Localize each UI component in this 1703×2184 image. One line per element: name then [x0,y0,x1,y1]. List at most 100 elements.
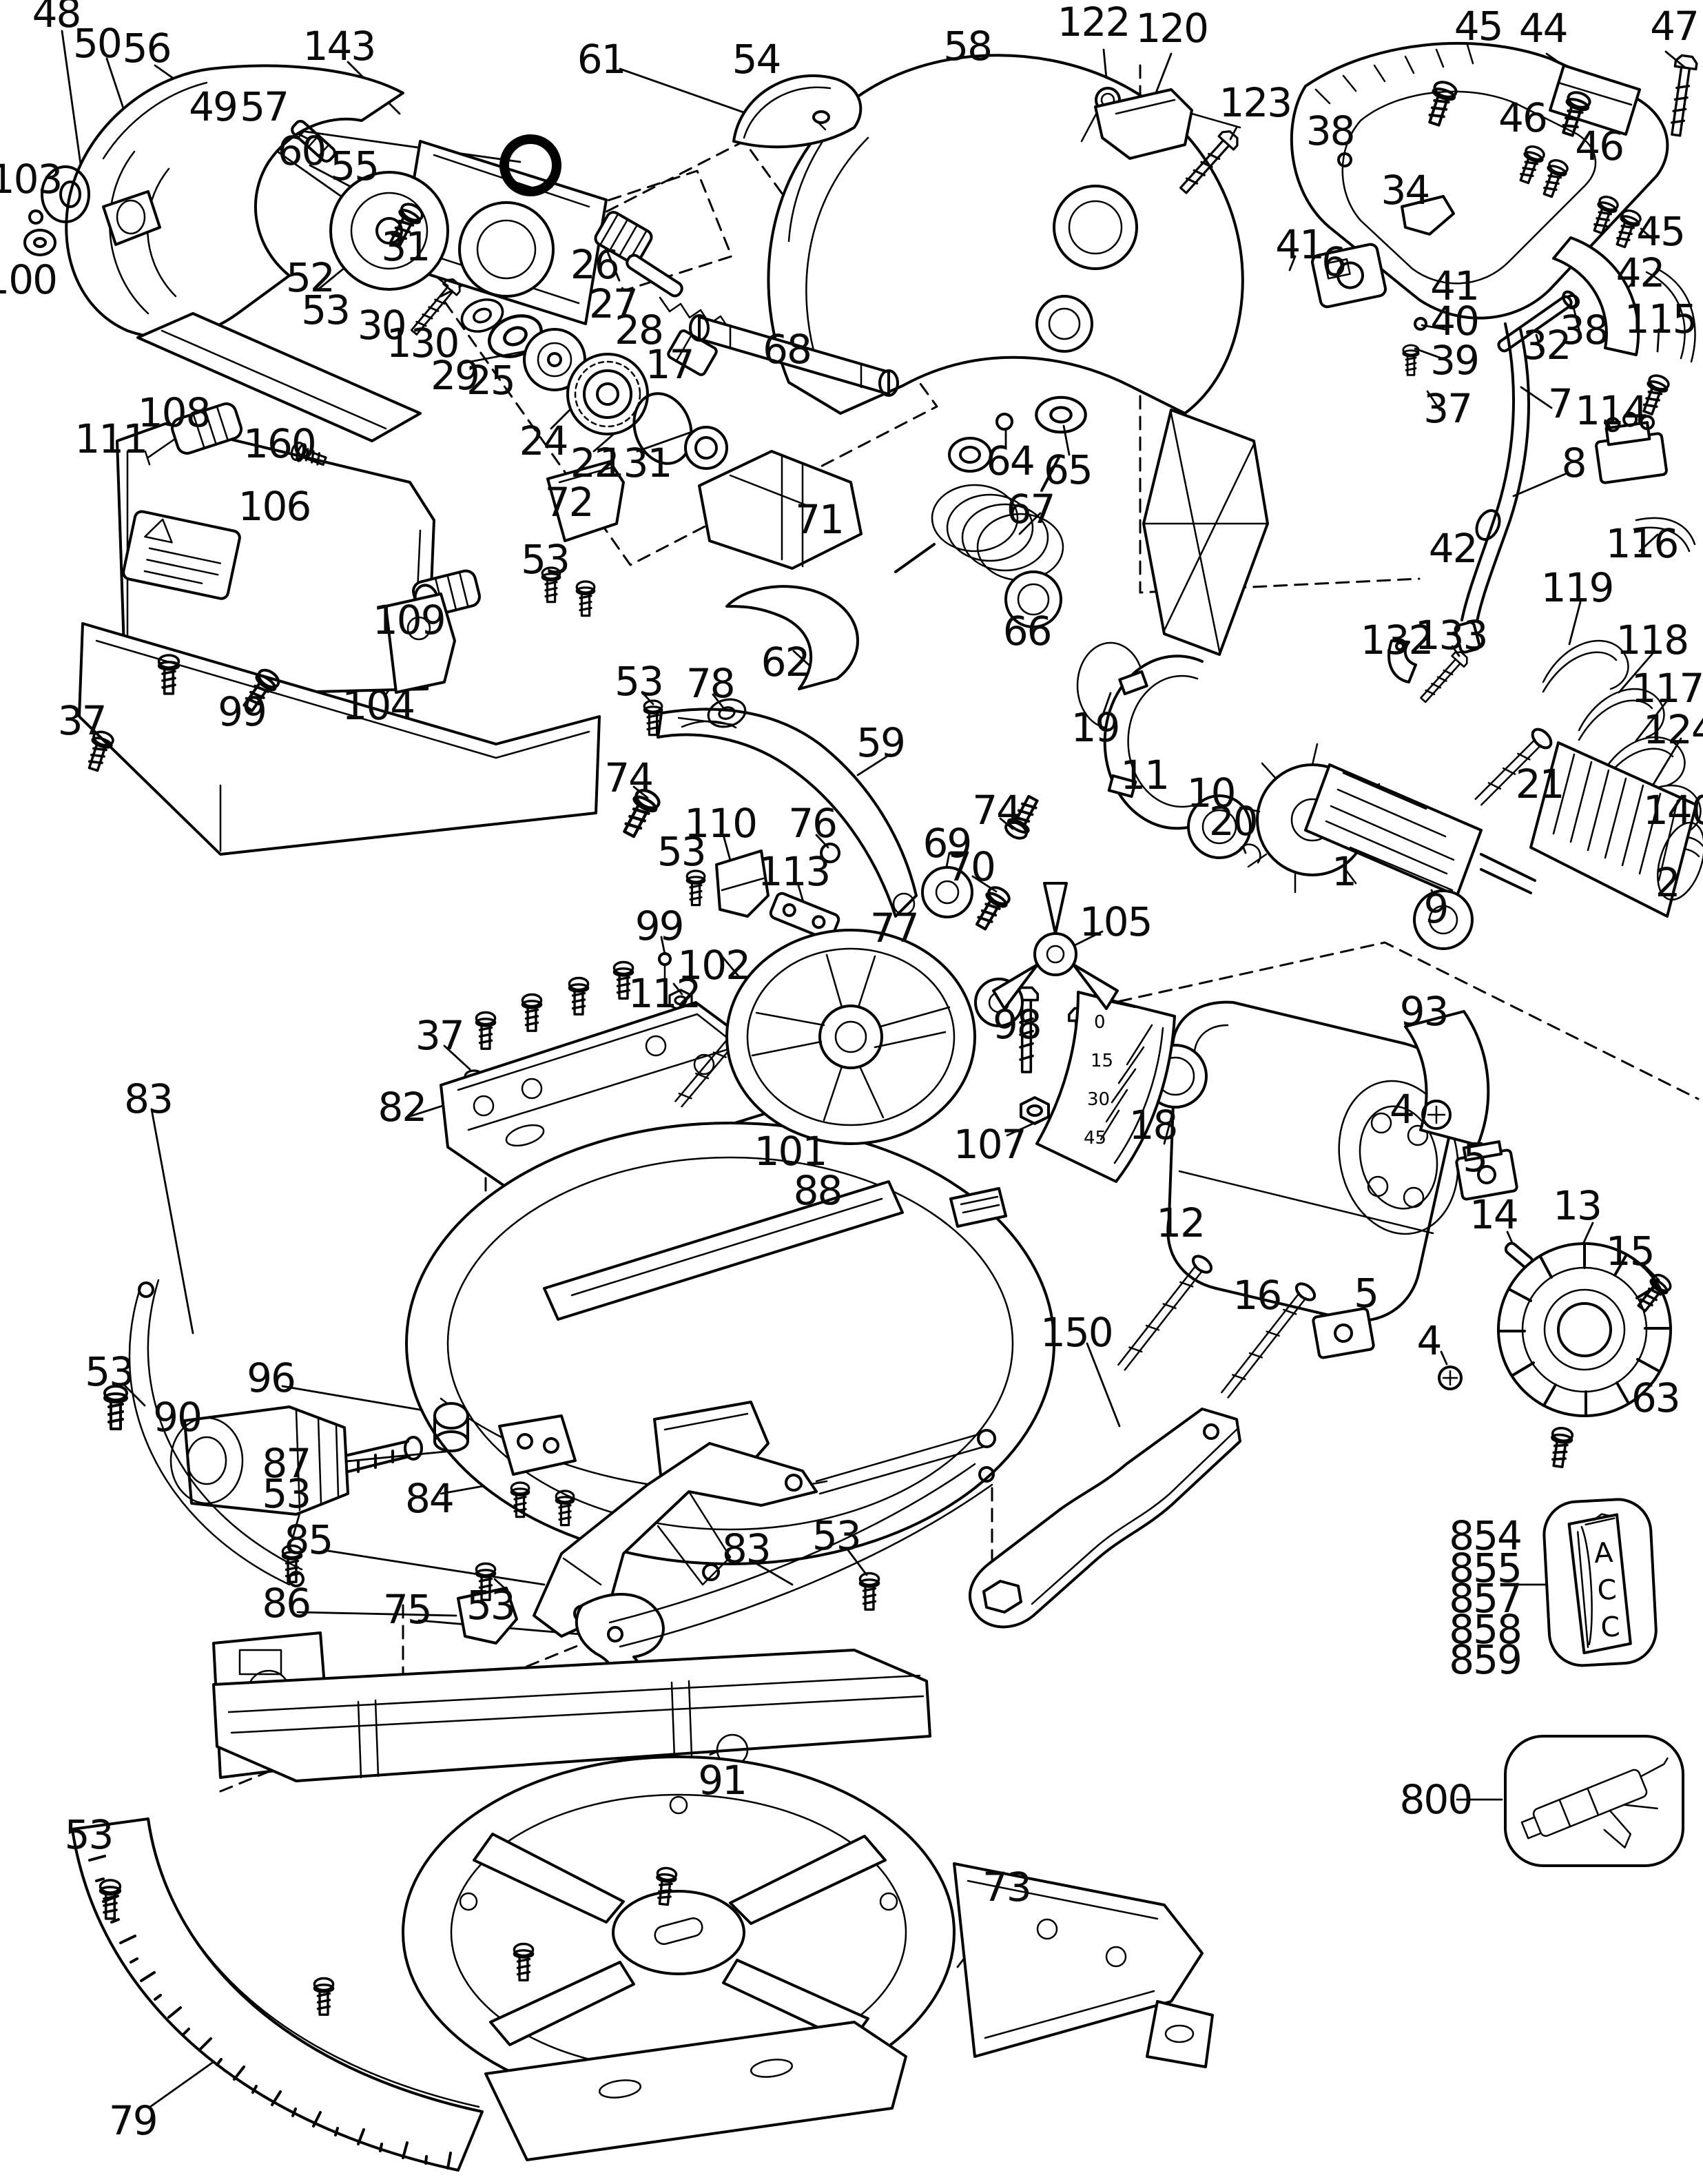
callout-108-59: 108 [137,389,211,437]
callout-5-116: 5 [1354,1269,1379,1317]
callout-854-133: 854 [1449,1512,1523,1559]
callout-53-121: 53 [85,1348,134,1395]
callout-800-138: 800 [1399,1776,1474,1824]
badge-letter-3: C [1600,1611,1620,1643]
callout-103-20: 103 [0,155,63,203]
callout-110-89: 110 [684,800,758,847]
bevel-scale-mark-0: 0 [1094,1012,1106,1033]
badge-letter-1: A [1593,1537,1614,1569]
callout-77-96: 77 [869,905,920,952]
callout-4-119: 4 [1416,1317,1443,1365]
blade-wrench [968,1408,1241,1629]
callout-104-63: 104 [342,681,415,729]
lubricant-box [1504,1735,1684,1867]
callout-50-1: 50 [72,20,123,68]
callout-54-5: 54 [732,35,782,83]
callout-7-52: 7 [1547,380,1573,428]
callout-58-6: 58 [943,22,993,70]
callout-107-102: 107 [953,1121,1027,1168]
callout-37-109: 37 [415,1011,465,1059]
callout-14-113: 14 [1469,1191,1519,1238]
callout-74-92: 74 [972,787,1022,834]
callout-101-103: 101 [754,1127,828,1175]
callout-34-21: 34 [1381,166,1430,214]
callout-9-83: 9 [1423,885,1449,932]
callout-20-80: 20 [1208,797,1259,845]
callout-48-0: 48 [32,0,82,37]
callout-26-34: 26 [570,240,620,288]
callout-4-106: 4 [1390,1086,1415,1133]
callout-39-48: 39 [1430,337,1480,384]
callout-13-114: 13 [1553,1182,1602,1229]
callout-130-31: 130 [386,319,460,367]
callout-62-69: 62 [761,638,811,686]
callout-45-25: 45 [1636,208,1686,256]
callout-28-36: 28 [615,306,664,353]
callout-29-32: 29 [431,352,480,400]
badge-letter-2: C [1597,1574,1618,1607]
callout-57-14: 57 [240,83,289,131]
callout-8-55: 8 [1561,440,1587,487]
base-assembly [71,1631,1214,2172]
gear-case-assembly [291,120,728,470]
callout-18-105: 18 [1128,1101,1179,1148]
callout-38-51: 38 [1560,306,1609,353]
callout-71-68: 71 [795,496,845,544]
callout-31-27: 31 [381,223,431,271]
callout-46-19: 46 [1575,123,1624,170]
callout-67-45: 67 [1006,485,1056,533]
callout-49-13: 49 [189,83,238,131]
callout-133-76: 133 [1414,612,1489,659]
callout-78-86: 78 [685,660,736,708]
callout-41-24: 41 [1430,262,1480,310]
callout-63-118: 63 [1631,1374,1681,1421]
miter-scale-ticks [88,1855,452,2170]
link-arm-assembly [619,694,1105,1148]
callout-117-72: 117 [1631,664,1703,712]
callout-150-120: 150 [1040,1308,1114,1356]
callout-60-15: 60 [277,127,327,174]
accessory-badge: A C C [1542,1498,1658,1667]
callout-40-47: 40 [1430,297,1480,344]
callout-99-64: 99 [218,688,267,736]
lower-blade-guard [23,64,422,442]
callout-111-58: 111 [74,415,148,463]
callout-855-134: 855 [1449,1545,1523,1592]
callout-53-125: 53 [262,1470,311,1518]
callout-66-46: 66 [1002,608,1053,655]
callout-85-127: 85 [284,1516,334,1563]
callout-53-130: 53 [466,1581,516,1629]
callout-53-67: 53 [521,535,570,583]
callout-11-78: 11 [1120,752,1170,799]
callout-83-131: 83 [721,1525,772,1572]
callout-82-110: 82 [378,1084,427,1131]
callout-32-50: 32 [1522,321,1572,369]
callout-10-79: 10 [1186,769,1237,816]
callout-17-37: 17 [645,341,695,389]
callout-38-17: 38 [1305,107,1356,155]
callout-120-8: 120 [1135,5,1209,52]
callout-24-39: 24 [519,418,569,465]
callout-859-137: 859 [1449,1636,1523,1684]
callout-53-132: 53 [812,1512,862,1559]
callout-100-38: 100 [0,256,58,303]
callout-2-84: 2 [1655,858,1681,906]
callout-44-11: 44 [1518,5,1569,52]
callout-122-7: 122 [1057,0,1131,45]
bevel-scale-mark-15: 15 [1091,1051,1113,1071]
callout-42-26: 42 [1616,249,1666,297]
callout-5-107: 5 [1463,1134,1488,1182]
dust-chute-and-spring [541,437,1064,690]
callout-119-70: 119 [1540,564,1615,611]
callout-123-9: 123 [1219,79,1293,126]
callout-27-35: 27 [589,280,639,327]
callout-56-2: 56 [122,24,172,72]
callout-75-129: 75 [382,1586,433,1634]
motor-housing-assembly [1117,1000,1675,1470]
callout-88-112: 88 [793,1166,843,1214]
callout-72-66: 72 [544,479,595,526]
callout-59-87: 59 [856,719,906,766]
callout-116-56: 116 [1605,520,1680,568]
